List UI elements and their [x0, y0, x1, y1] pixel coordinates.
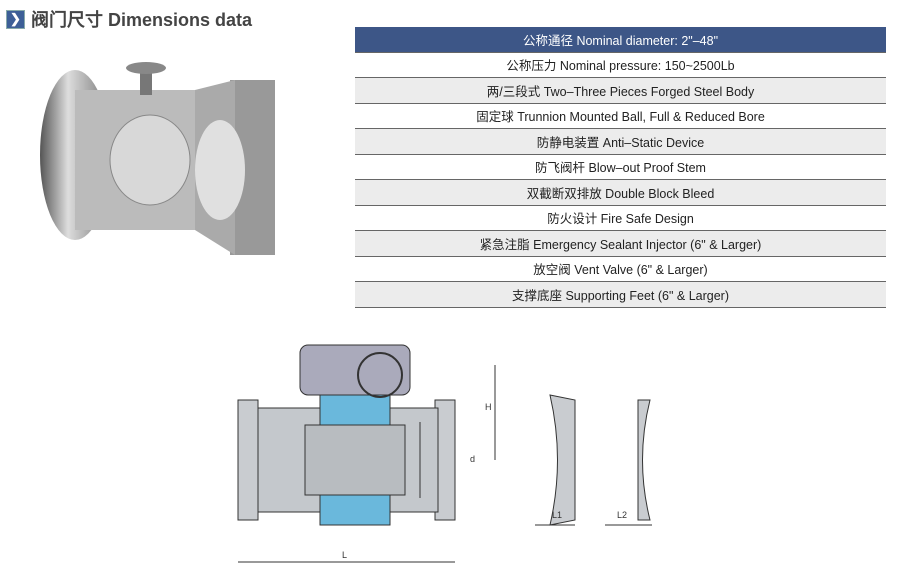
spec-row: 防火设计 Fire Safe Design: [355, 205, 886, 231]
dim-H: H: [485, 402, 492, 412]
spec-row: 支撑底座 Supporting Feet (6" & Larger): [355, 282, 886, 308]
dim-L: L: [342, 550, 347, 560]
spec-row: 公称压力 Nominal pressure: 150~2500Lb: [355, 52, 886, 78]
spec-row: 固定球 Trunnion Mounted Ball, Full & Reduce…: [355, 103, 886, 129]
section-title-text: 阀门尺寸 Dimensions data: [31, 10, 253, 30]
spec-table: 公称通径 Nominal diameter: 2"–48" 公称压力 Nomin…: [355, 27, 886, 308]
spec-row: 两/三段式 Two–Three Pieces Forged Steel Body: [355, 78, 886, 104]
section-title: ❯ 阀门尺寸 Dimensions data: [6, 6, 252, 32]
spec-row: 放空阀 Vent Valve (6" & Larger): [355, 256, 886, 282]
valve-dimension-drawing: H d L L1 L2: [237, 344, 652, 563]
spec-row: 防飞阀杆 Blow–out Proof Stem: [355, 154, 886, 180]
spec-row: 紧急注脂 Emergency Sealant Injector (6" & La…: [355, 231, 886, 257]
spec-row: 公称通径 Nominal diameter: 2"–48": [355, 27, 886, 53]
spec-row: 双截断双排放 Double Block Bleed: [355, 180, 886, 206]
spec-row: 防静电装置 Anti–Static Device: [355, 129, 886, 155]
dim-d: d: [470, 454, 475, 464]
dim-L1: L1: [552, 510, 562, 520]
valve-cutaway-image: [40, 62, 275, 255]
chevron-right-icon: ❯: [6, 9, 25, 29]
dim-L2: L2: [617, 510, 627, 520]
